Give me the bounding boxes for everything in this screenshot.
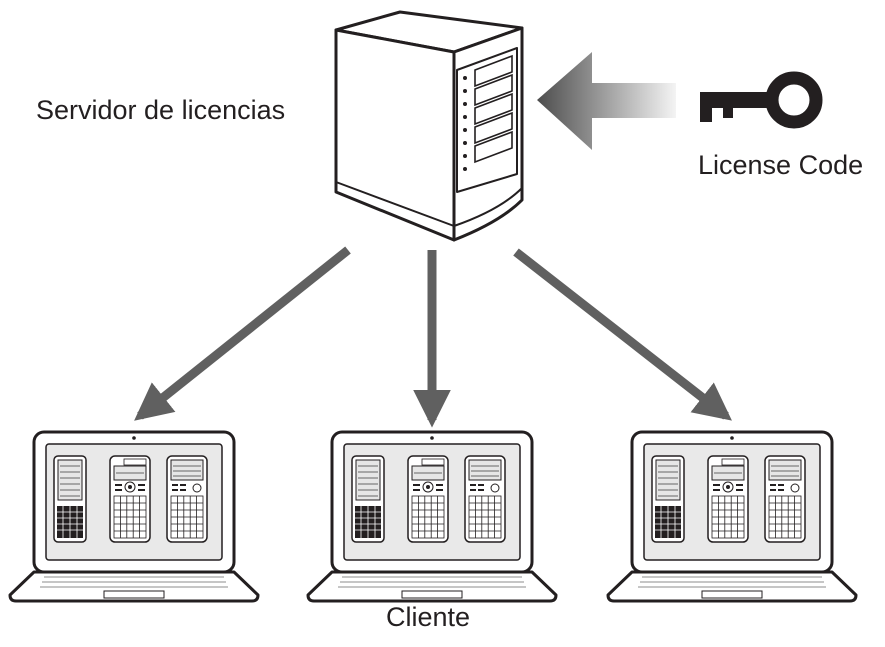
server-icon bbox=[334, 10, 524, 242]
key-icon bbox=[700, 71, 823, 129]
arrow-to-client-left bbox=[134, 246, 351, 421]
server-label: Servidor de licencias bbox=[36, 95, 286, 125]
laptop-center bbox=[308, 432, 556, 601]
laptop-right bbox=[608, 432, 856, 601]
license-code-label: License Code bbox=[698, 150, 864, 180]
client-label: Cliente bbox=[386, 602, 471, 632]
license-arrow bbox=[537, 52, 676, 150]
laptop-left bbox=[10, 432, 258, 601]
arrow-to-client-right bbox=[513, 248, 732, 421]
